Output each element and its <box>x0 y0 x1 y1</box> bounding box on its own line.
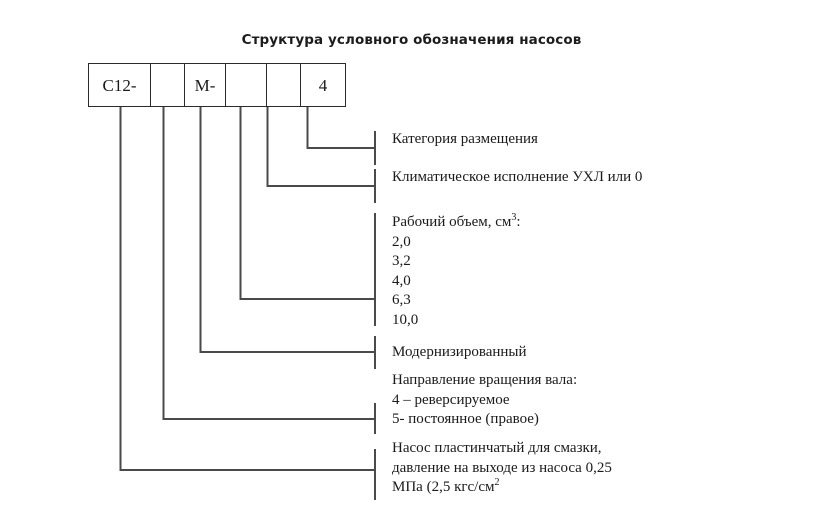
label-working-volume: Рабочий объем, см3: 2,0 3,2 4,0 6,3 10,0 <box>392 213 521 330</box>
label-climatic-text: Климатическое исполнение УХЛ или 0 <box>392 169 643 185</box>
shaft-rotation-option-4: 4 – реверсируемое <box>392 391 510 408</box>
label-climatic: Климатическое исполнение УХЛ или 0 <box>392 168 642 188</box>
leader-modernized <box>199 107 375 353</box>
shaft-rotation-heading: Направление вращения вала: <box>392 372 578 388</box>
pump-type-line-1: Насос пластинчатый для смазки, <box>392 440 602 456</box>
page-title: Структура условного обозначения насосов <box>241 32 582 48</box>
working-volume-value: 2,0 <box>392 233 411 250</box>
leader-shaft-rotation <box>162 107 375 420</box>
label-shaft-rotation: Направление вращения вала: 4 – реверсиру… <box>392 371 577 430</box>
working-volume-heading-superscript: 3 <box>511 212 517 223</box>
code-cell-1: C12- <box>89 64 151 106</box>
code-cell-4 <box>226 64 267 106</box>
code-boxes-row: C12- M- 4 <box>88 63 346 107</box>
code-cell-6: 4 <box>318 75 328 95</box>
working-volume-value: 6,3 <box>392 292 411 308</box>
label-modernized: Модернизированный <box>392 343 527 363</box>
pump-type-pressure-unit: МПа (2,5 кгс/см <box>392 479 495 495</box>
working-volume-value: 4,0 <box>392 272 411 289</box>
leader-pump-type <box>119 107 375 471</box>
leader-working-volume <box>239 107 375 300</box>
pump-type-line-2: давление на выходе из насоса 0,25 <box>392 459 612 476</box>
code-cell-5 <box>267 64 301 106</box>
label-category: Категория размещения <box>392 130 538 150</box>
pump-type-line-3: МПа (2,5 кгс/см2 <box>392 478 612 498</box>
code-cell-2 <box>151 64 185 106</box>
working-volume-value: 3,2 <box>392 253 411 269</box>
label-category-text: Категория размещения <box>392 131 538 147</box>
label-modernized-text: Модернизированный <box>392 344 527 360</box>
label-working-volume-heading: Рабочий объем, см3: <box>392 213 521 233</box>
code-cell-3: M- <box>185 64 226 106</box>
pump-type-unit-superscript: 2 <box>494 477 500 488</box>
label-pump-type: Насос пластинчатый для смазки, давление … <box>392 439 612 498</box>
working-volume-heading-tail: : <box>516 214 521 230</box>
shaft-rotation-option-5: 5- постоянное (правое) <box>392 411 539 427</box>
working-volume-value: 10,0 <box>392 311 419 328</box>
working-volume-heading-text: Рабочий объем, см <box>392 214 512 230</box>
leader-climatic <box>266 107 375 187</box>
leader-category <box>306 107 375 149</box>
